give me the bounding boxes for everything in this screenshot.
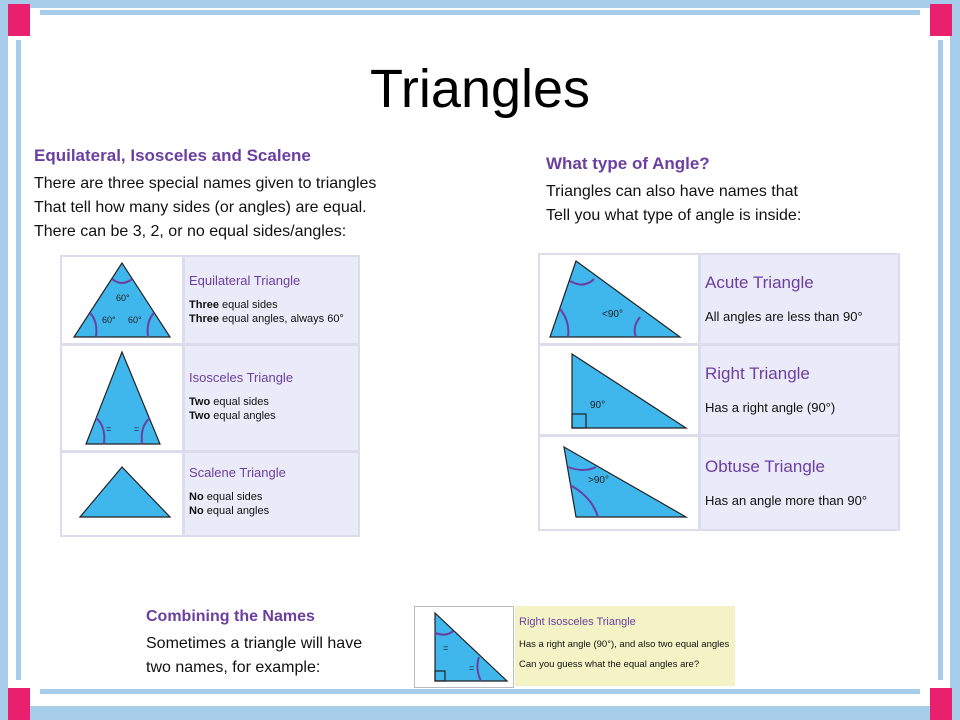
right-angle-label: 90° [590,400,605,411]
frame-inner-right [938,40,943,680]
example-line-1: Has a right angle (90°), and also two eq… [519,639,730,650]
acute-desc: All angles are less than 90° [705,309,863,324]
scalene-name: Scalene Triangle [189,465,286,480]
equilateral-name: Equilateral Triangle [189,273,301,288]
frame-inner-left [16,40,21,680]
right-triangle-icon: 90° [571,352,689,429]
frame-left [0,0,8,720]
isosceles-line-1: Two equal sides [189,396,269,408]
isosceles-line-2: Two equal angles [189,410,276,422]
right-image-cell: 90° [540,346,698,434]
frame-top [0,0,960,8]
acute-image-cell: <90° [540,255,698,343]
right-heading: What type of Angle? [546,154,710,173]
obtuse-name: Obtuse Triangle [705,457,826,476]
frame-bottom [0,706,960,720]
left-line-1: There are three special names given to t… [34,175,377,192]
bottom-heading: Combining the Names [146,608,315,625]
equilateral-text-cell: Equilateral Triangle Three equal sides T… [185,257,358,343]
left-heading: Equilateral, Isosceles and Scalene [34,146,311,165]
scalene-line-2: No equal angles [189,505,270,517]
isosceles-name: Isosceles Triangle [189,370,294,385]
example-mark-top: = [443,643,448,653]
acute-angle-label: <90° [602,309,623,320]
equilateral-angle-top: 60° [116,293,130,303]
isosceles-triangle-icon: = = [85,350,161,445]
bottom-line-1: Sometimes a triangle will have [146,635,363,652]
example-text-box: Right Isosceles Triangle Has a right ang… [515,606,735,686]
isosceles-mark-left: = [106,424,111,434]
corner-bottom-left [8,688,30,720]
isosceles-text-cell: Isosceles Triangle Two equal sides Two e… [185,346,358,450]
example-mark-bottom: = [469,663,474,673]
sides-table: 60° 60° 60° Equilateral Triangle Three e… [60,255,360,537]
scalene-line-1: No equal sides [189,491,263,503]
right-line-1: Triangles can also have names that [546,183,798,200]
scalene-image-cell [62,453,182,535]
isosceles-image-cell: = = [62,346,182,450]
example-line-2: Can you guess what the equal angles are? [519,659,700,670]
equilateral-angle-right: 60° [128,315,142,325]
frame-inner-top [40,10,920,15]
right-isosceles-triangle-icon: = = [434,611,509,682]
obtuse-desc: Has an angle more than 90° [705,493,868,508]
obtuse-text-cell: Obtuse Triangle Has an angle more than 9… [701,437,898,529]
acute-triangle-icon: <90° [549,260,682,338]
corner-top-left [8,4,30,36]
equilateral-line-2: Three equal angles, always 60° [189,313,344,325]
page-title: Triangles [369,59,591,119]
acute-name: Acute Triangle [705,273,814,292]
equilateral-triangle-icon: 60° 60° 60° [72,261,172,338]
bottom-body: Sometimes a triangle will have two names… [146,632,362,680]
obtuse-angle-label: >90° [588,475,609,486]
bottom-line-2: two names, for example: [146,659,321,676]
angles-table: <90° Acute Triangle All angles are less … [538,253,900,531]
equilateral-angle-left: 60° [102,315,116,325]
right-text-cell: Right Triangle Has a right angle (90°) [701,346,898,434]
right-name: Right Triangle [705,364,810,383]
frame-inner-bottom [40,689,920,694]
equilateral-image-cell: 60° 60° 60° [62,257,182,343]
isosceles-mark-right: = [134,424,139,434]
right-desc: Has a right angle (90°) [705,400,836,415]
corner-bottom-right [930,688,952,720]
left-line-2: That tell how many sides (or angles) are… [34,199,367,216]
left-line-3: There can be 3, 2, or no equal sides/ang… [34,223,347,240]
example-image: = = [414,606,514,688]
right-line-2: Tell you what type of angle is inside: [546,207,802,224]
scalene-text-cell: Scalene Triangle No equal sides No equal… [185,453,358,535]
obtuse-triangle-icon: >90° [563,445,689,518]
corner-top-right [930,4,952,36]
example-name: Right Isosceles Triangle [519,616,636,628]
right-body: Triangles can also have names that Tell … [546,180,801,228]
scalene-triangle-icon [78,466,172,518]
frame-right [950,0,960,720]
obtuse-image-cell: >90° [540,437,698,529]
acute-text-cell: Acute Triangle All angles are less than … [701,255,898,343]
left-body: There are three special names given to t… [34,172,376,244]
equilateral-line-1: Three equal sides [189,299,278,311]
